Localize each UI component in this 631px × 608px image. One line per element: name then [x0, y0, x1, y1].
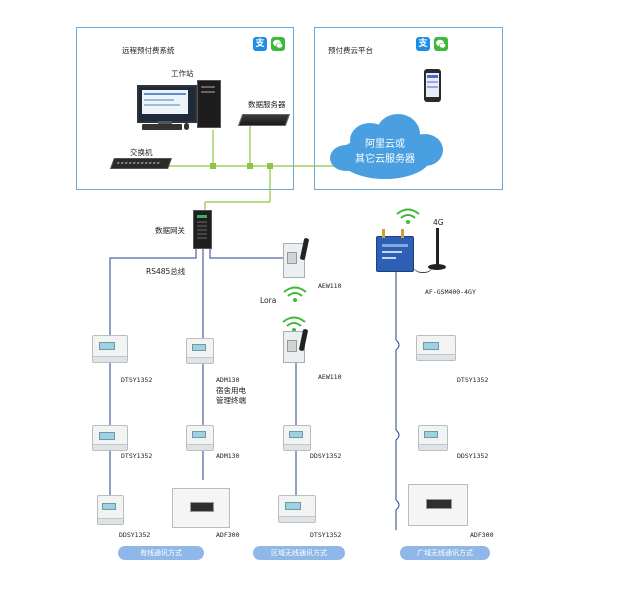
data-gateway-label: 数据网关 [155, 226, 185, 235]
cloud-label-line2: 其它云服务器 [355, 154, 415, 165]
wired-footer-pill: 有线通讯方式 [118, 546, 204, 560]
monitor-icon [137, 85, 197, 123]
antenna-cable [412, 262, 434, 273]
aew110-mid-label: AEW110 [318, 373, 342, 381]
wired-row3-label: DDSY1352 [119, 531, 151, 539]
mouse-icon [184, 123, 189, 130]
adm130-terminal [186, 425, 214, 451]
energy-meter [92, 425, 128, 451]
gsm-model-label: AF-GSM400-4GY [425, 288, 476, 296]
energy-meter [416, 335, 456, 361]
data-server-label: 数据服务器 [248, 100, 286, 109]
smartphone-icon [424, 69, 441, 102]
alipay-icon: 支 [253, 37, 267, 51]
adm-row1-desc1: 宿舍用电 [216, 386, 246, 395]
energy-meter [278, 495, 316, 523]
wan-row1-label: DTSY1352 [457, 376, 489, 384]
gsm-modem-icon [376, 236, 414, 272]
pc-tower-icon [197, 80, 221, 128]
energy-meter [92, 335, 128, 363]
aew110-top-label: AEW110 [318, 282, 342, 290]
antenna-base [428, 264, 446, 270]
energy-meter [97, 495, 124, 525]
antenna-icon [401, 229, 404, 238]
aew110-module-mid [283, 331, 305, 363]
adm-row1-desc2: 管理终端 [216, 396, 246, 405]
lora-row2-label: DDSY1352 [310, 452, 342, 460]
external-antenna-icon [436, 228, 439, 268]
wan-row2-label: DDSY1352 [457, 452, 489, 460]
antenna-icon [382, 229, 385, 238]
wan-row3-label: ADF300 [470, 531, 494, 539]
adf300-cabinet [172, 488, 230, 528]
cloud-label-line1: 阿里云或 [365, 139, 405, 150]
lora-footer-pill: 区域无线通讯方式 [253, 546, 345, 560]
switch-label: 交换机 [130, 148, 153, 157]
monitor-stand [158, 121, 172, 125]
four-g-label: 4G [433, 218, 444, 227]
adf300-cabinet [408, 484, 468, 526]
lora-label: Lora [260, 296, 277, 305]
alipay-icon: 支 [416, 37, 430, 51]
wechat-icon [434, 37, 448, 51]
keyboard-icon [142, 124, 182, 130]
data-gateway-icon [193, 210, 212, 249]
wechat-icon [271, 37, 285, 51]
workstation-label: 工作站 [171, 69, 194, 78]
rs485-label: RS485总线 [146, 267, 186, 276]
energy-meter [418, 425, 448, 451]
energy-meter [283, 425, 311, 451]
adm-row3-label: ADF300 [216, 531, 240, 539]
cloud-platform-title: 预付费云平台 [328, 46, 373, 55]
adm-row2-label: ADM130 [216, 452, 240, 460]
remote-system-title: 远程预付费系统 [122, 46, 175, 55]
wired-row2-label: DTSY1352 [121, 452, 153, 460]
aew110-module-top [283, 243, 305, 278]
wan-footer-pill: 广域无线通讯方式 [400, 546, 490, 560]
adm130-terminal [186, 338, 214, 364]
adm-row1-label: ADM130 [216, 376, 240, 384]
wired-row1-label: DTSY1352 [121, 376, 153, 384]
lora-row3-label: DTSY1352 [310, 531, 342, 539]
